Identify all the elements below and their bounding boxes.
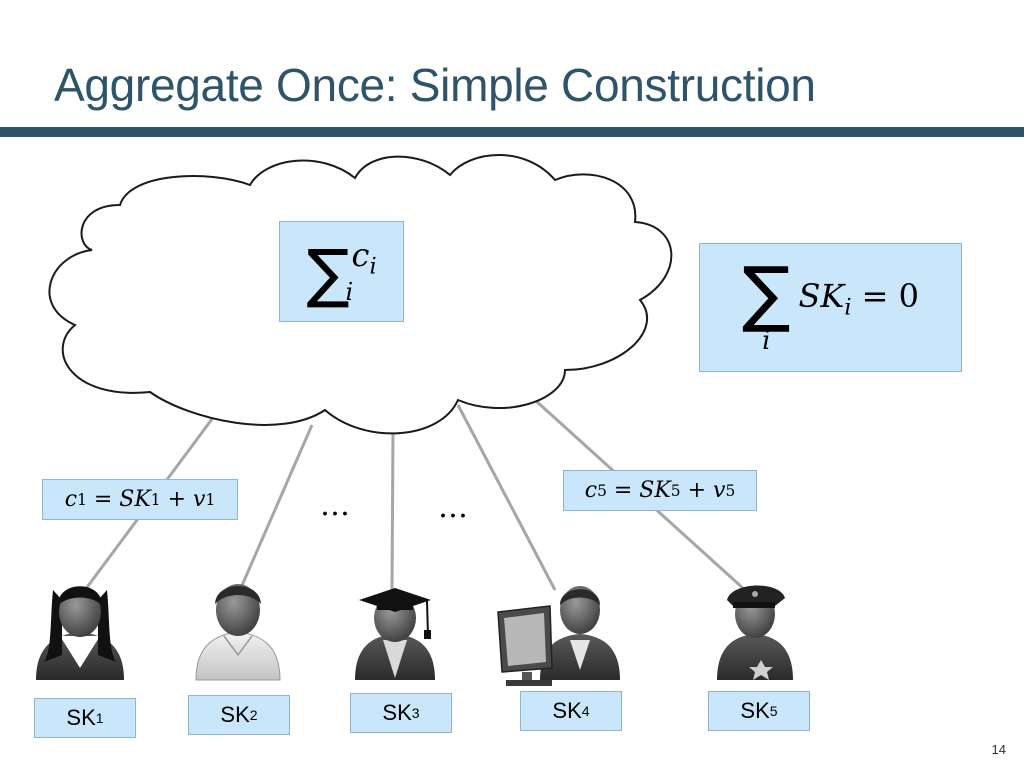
sk-label-sub: 4: [581, 703, 590, 719]
woman-user-icon: [36, 586, 124, 680]
sk-label-sub: 2: [249, 707, 258, 723]
c1-plus: +: [160, 487, 194, 512]
c1-equals: =: [86, 487, 120, 512]
sk-label-sub: 1: [95, 710, 104, 726]
c5-sk: SK: [639, 478, 671, 503]
secret-sum-index: i: [762, 325, 771, 356]
c1-sk-sub: 1: [150, 490, 161, 509]
slide-title: Aggregate Once: Simple Construction: [54, 59, 816, 111]
police-officer-icon: [717, 585, 793, 680]
cloud-sum-formula: ∑ ci i: [279, 221, 404, 322]
c5-lhs: c: [584, 478, 598, 503]
link-line-3: [390, 431, 395, 591]
secret-sum-rhs: = 0: [861, 276, 920, 315]
sk-label-text: SK: [740, 698, 770, 723]
sk-label-text: SK: [220, 702, 250, 727]
sk-label-sub: 3: [411, 705, 420, 721]
cloud-sum-var-sub: i: [369, 253, 377, 280]
secret-sum-var-sub: i: [844, 294, 852, 321]
page-number: 14: [991, 742, 1006, 757]
sum-symbol: ∑: [306, 237, 350, 312]
c1-lhs: c: [64, 487, 78, 512]
graduate-user-icon: [355, 588, 435, 680]
c5-sk-sub: 5: [670, 481, 681, 500]
sk-label-text: SK: [382, 700, 412, 725]
c5-v-sub: 5: [725, 481, 736, 500]
sk-label-text: SK: [552, 698, 582, 723]
link-line-2: [238, 424, 314, 591]
title-rule: [0, 127, 1024, 137]
link-line-4: [456, 404, 557, 591]
c1-sk: SK: [119, 487, 151, 512]
cloud-sum-var: c: [351, 236, 370, 275]
c5-lhs-sub: 5: [597, 481, 607, 500]
c5-v: v: [713, 478, 726, 503]
ellipsis-right: …: [438, 490, 468, 525]
sk-label-sub: 5: [769, 703, 778, 719]
sum-symbol: ∑: [741, 251, 791, 336]
ellipsis-left: …: [320, 488, 350, 523]
c1-lhs-sub: 1: [77, 490, 87, 509]
c1-v-sub: 1: [205, 490, 216, 509]
c5-plus: +: [680, 478, 714, 503]
computer-user-icon: [497, 586, 620, 686]
c1-v: v: [193, 487, 206, 512]
user-icon: [195, 584, 281, 681]
sk-label-text: SK: [66, 705, 96, 730]
c5-equals: =: [606, 478, 640, 503]
secret-sum-var: SK: [798, 276, 845, 315]
cloud-sum-index: i: [345, 277, 354, 306]
secret-key-sum-formula: ∑ i SKi = 0: [699, 243, 962, 372]
